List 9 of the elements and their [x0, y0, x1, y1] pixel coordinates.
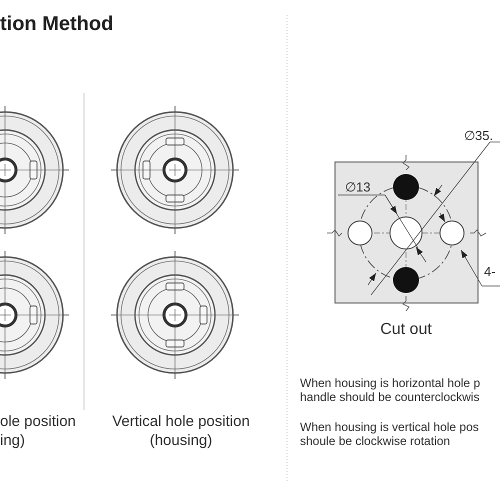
dimension-label: ∅13 [345, 179, 370, 195]
caption: ole position ing) [0, 412, 77, 450]
note-text: When housing is horizontal hole p handle should be counterclockwis [300, 376, 482, 404]
caption: Cut out [379, 320, 433, 340]
note-text: When housing is vertical hole pos shoule be clockwise rotation [300, 420, 480, 448]
caption: Vertical hole position (housing) [111, 412, 251, 450]
dimension-label: 4- [484, 264, 496, 280]
page-title: tion Method [0, 12, 114, 36]
dimension-label: ∅35. [464, 128, 494, 144]
